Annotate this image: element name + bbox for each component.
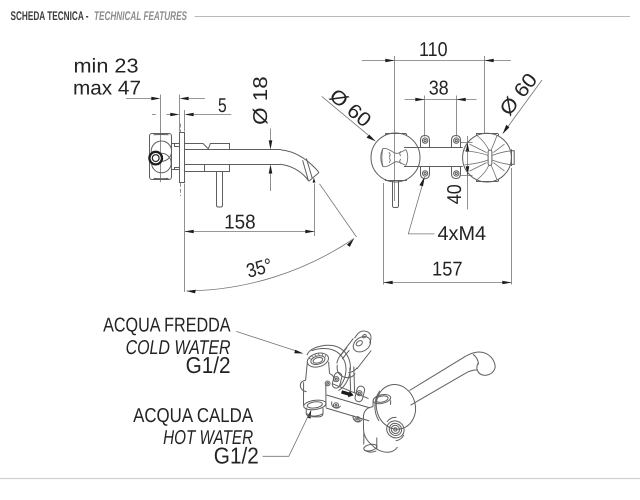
svg-text:COLD WATER: COLD WATER [126,337,231,359]
svg-text:40: 40 [444,184,466,204]
svg-text:G1/2: G1/2 [186,352,231,378]
svg-text:G1/2: G1/2 [214,443,259,469]
svg-text:max 47: max 47 [73,78,141,100]
svg-text:4xM4: 4xM4 [438,223,487,245]
svg-text:5: 5 [218,95,227,117]
svg-text:38: 38 [429,78,449,100]
svg-text:110: 110 [419,39,448,61]
svg-text:Ø 18: Ø 18 [250,76,272,125]
svg-text:min 23: min 23 [74,55,139,77]
svg-text:SCHEDA TECNICA -: SCHEDA TECNICA - [11,9,89,23]
svg-text:158: 158 [224,211,256,233]
svg-text:ACQUA FREDDA: ACQUA FREDDA [103,315,231,337]
svg-text:TECHNICAL FEATURES: TECHNICAL FEATURES [94,9,187,23]
svg-text:HOT WATER: HOT WATER [163,427,253,449]
svg-text:157: 157 [432,258,463,280]
svg-text:Ø 60: Ø 60 [496,69,542,120]
svg-text:ACQUA CALDA: ACQUA CALDA [133,405,254,427]
svg-text:Ø 60: Ø 60 [325,85,375,132]
